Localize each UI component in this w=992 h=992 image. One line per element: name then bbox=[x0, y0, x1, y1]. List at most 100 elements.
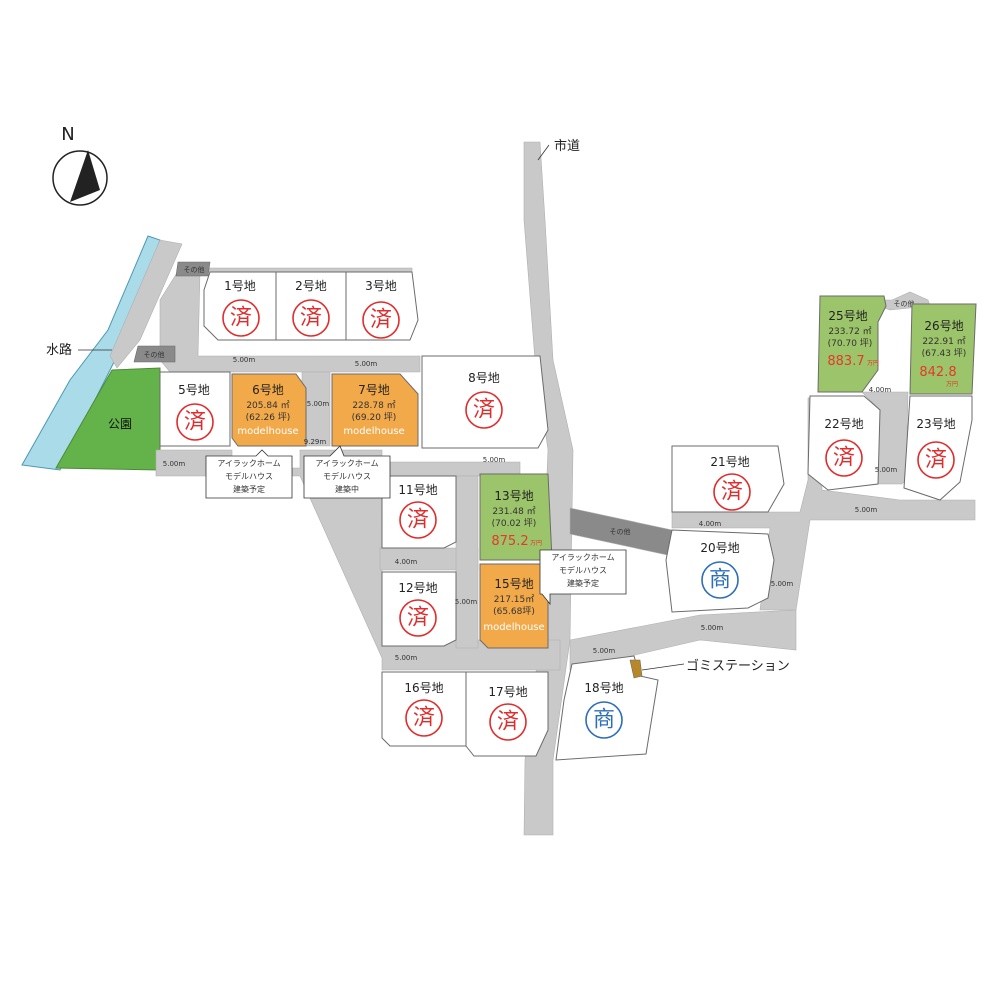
svg-text:済: 済 bbox=[833, 446, 855, 471]
sold-stamp-2: 済 bbox=[292, 299, 330, 337]
sold-stamp-3: 済 bbox=[362, 301, 400, 339]
lot-3-label: 3号地 bbox=[365, 279, 397, 293]
svg-text:済: 済 bbox=[925, 448, 947, 473]
other-area-2 bbox=[133, 345, 176, 363]
lot-16[interactable] bbox=[381, 671, 467, 747]
lot-22[interactable] bbox=[807, 395, 881, 491]
svg-text:済: 済 bbox=[407, 508, 429, 533]
waterway-bank bbox=[109, 239, 183, 369]
lot-6[interactable] bbox=[231, 373, 307, 447]
svg-text:済: 済 bbox=[300, 306, 322, 331]
lot-15[interactable] bbox=[479, 563, 549, 649]
svg-text:済: 済 bbox=[721, 480, 743, 505]
road-width-7: 4.00m bbox=[395, 558, 418, 566]
road-width-13: 5.00m bbox=[771, 580, 794, 588]
svg-text:建築予定: 建築予定 bbox=[567, 578, 599, 588]
lot-15-label: 15号地 bbox=[494, 577, 533, 591]
park-label: 公園 bbox=[108, 417, 132, 431]
lot-26-tsubo: (67.43 坪) bbox=[922, 348, 967, 359]
road-east-lower bbox=[569, 609, 797, 671]
svg-text:商: 商 bbox=[593, 708, 615, 733]
lot-6-modelhouse: modelhouse bbox=[237, 426, 298, 437]
svg-text:建築予定: 建築予定 bbox=[233, 484, 265, 494]
sold-stamp-21: 済 bbox=[713, 473, 751, 511]
road-width-10: 5.00m bbox=[593, 647, 616, 655]
waterway-label: 水路 bbox=[46, 342, 72, 358]
lot-18[interactable] bbox=[555, 655, 659, 761]
lot-8[interactable] bbox=[421, 355, 549, 449]
svg-text:アイラックホーム: アイラックホーム bbox=[217, 459, 280, 468]
callout-lot-7: アイラックホーム モデルハウス 建築中 bbox=[303, 445, 391, 499]
sold-stamp-5: 済 bbox=[176, 403, 214, 441]
road-width-6: 5.00m bbox=[483, 456, 506, 464]
svg-text:済: 済 bbox=[184, 410, 206, 435]
lot-25-label: 25号地 bbox=[828, 309, 867, 323]
other-label-2: その他 bbox=[144, 350, 165, 359]
road-width-14: 4.00m bbox=[869, 386, 892, 394]
road-width-3: 5.00m bbox=[307, 400, 330, 408]
lot-6-label: 6号地 bbox=[252, 383, 284, 397]
other-label-4: その他 bbox=[894, 299, 915, 308]
road-width-1: 5.00m bbox=[233, 356, 256, 364]
callout-lot-6: アイラックホーム モデルハウス 建築予定 bbox=[205, 449, 293, 499]
sold-stamp-1: 済 bbox=[222, 299, 260, 337]
lot-21-label: 21号地 bbox=[710, 455, 749, 469]
sold-stamp-16: 済 bbox=[405, 699, 443, 737]
lot-7-modelhouse: modelhouse bbox=[343, 426, 404, 437]
other-label-3: その他 bbox=[610, 527, 631, 536]
svg-text:済: 済 bbox=[473, 398, 495, 423]
lot-5-label: 5号地 bbox=[178, 383, 210, 397]
lot-11[interactable] bbox=[381, 475, 457, 549]
lot-8-label: 8号地 bbox=[468, 371, 500, 385]
road-width-11: 5.00m bbox=[701, 624, 724, 632]
lot-13-tsubo: (70.02 坪) bbox=[492, 518, 537, 529]
lot-23[interactable] bbox=[903, 395, 973, 501]
road-12-15 bbox=[455, 475, 479, 649]
lot-2-label: 2号地 bbox=[295, 279, 327, 293]
lot-7-tsubo: (69.20 坪) bbox=[352, 412, 397, 423]
lot-20[interactable] bbox=[665, 529, 775, 613]
svg-text:建築中: 建築中 bbox=[335, 484, 359, 494]
compass-letter: N bbox=[61, 124, 74, 145]
lot-17-label: 17号地 bbox=[488, 685, 527, 699]
commercial-stamp-18: 商 bbox=[585, 701, 623, 739]
callout-lot-15: アイラックホーム モデルハウス 建築予定 bbox=[539, 549, 627, 606]
svg-text:アイラックホーム: アイラックホーム bbox=[551, 553, 614, 562]
road-width-2: 5.00m bbox=[355, 360, 378, 368]
svg-text:商: 商 bbox=[709, 568, 731, 593]
lot-26-price: 842.8 bbox=[919, 365, 956, 380]
lot-21[interactable] bbox=[671, 445, 785, 513]
commercial-stamp-20: 商 bbox=[701, 561, 739, 599]
lot-12-label: 12号地 bbox=[398, 581, 437, 595]
svg-text:済: 済 bbox=[497, 710, 519, 735]
lot-16-label: 16号地 bbox=[404, 681, 443, 695]
city-road-label: 市道 bbox=[554, 138, 580, 154]
lot-7[interactable] bbox=[331, 373, 419, 447]
lot-12[interactable] bbox=[381, 571, 457, 647]
lot-1-label: 1号地 bbox=[224, 279, 256, 293]
lot-13-price: 875.2 bbox=[491, 534, 528, 549]
lot-6-area: 205.84 ㎡ bbox=[246, 400, 289, 411]
lot-17[interactable] bbox=[465, 671, 549, 757]
lot-26-label: 26号地 bbox=[924, 319, 963, 333]
lot-6-tsubo: (62.26 坪) bbox=[246, 412, 291, 423]
north-compass: N bbox=[52, 124, 108, 206]
lot-25-tsubo: (70.70 坪) bbox=[828, 338, 873, 349]
lot-18-label: 18号地 bbox=[584, 681, 623, 695]
lot-26[interactable] bbox=[909, 303, 977, 395]
garbage-station-label: ゴミステーション bbox=[686, 658, 790, 674]
road-top bbox=[159, 267, 421, 373]
lot-25-area: 233.72 ㎡ bbox=[828, 326, 871, 337]
sold-stamp-22: 済 bbox=[825, 439, 863, 477]
lot-22-label: 22号地 bbox=[824, 417, 863, 431]
sold-stamp-8: 済 bbox=[465, 391, 503, 429]
lot-25-price-unit: 万円 bbox=[867, 360, 879, 367]
lot-13-label: 13号地 bbox=[494, 489, 533, 503]
sold-stamp-23: 済 bbox=[917, 441, 955, 479]
lot-20-label: 20号地 bbox=[700, 541, 739, 555]
lot-25[interactable] bbox=[817, 295, 887, 393]
other-label-1: その他 bbox=[184, 265, 205, 274]
road-width-9: 5.00m bbox=[395, 654, 418, 662]
road-width-4: 9.29m bbox=[304, 438, 327, 446]
